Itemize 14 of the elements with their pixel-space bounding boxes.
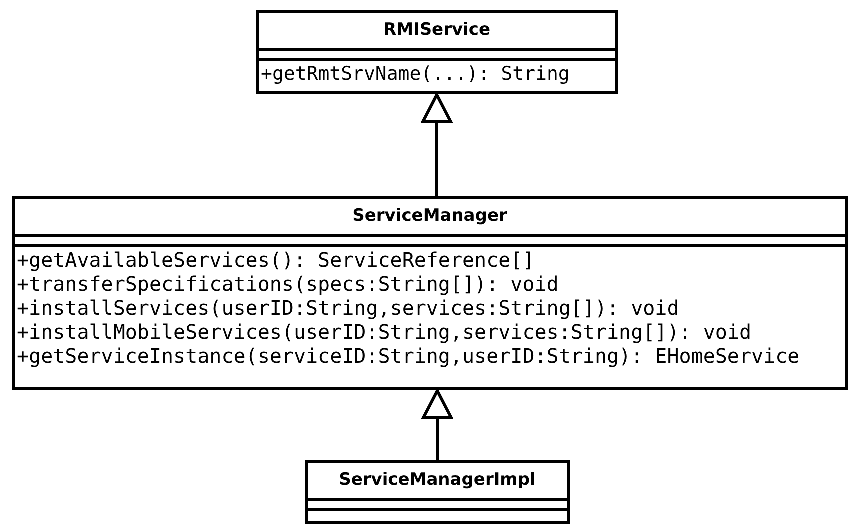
method-signature: +getAvailableServices(): ServiceReference[] <box>17 248 536 272</box>
method-signature: +getServiceInstance(serviceID:String,userID:String): EHomeService <box>17 344 801 368</box>
generalization-arrow <box>422 94 452 196</box>
method-signature: +installMobileServices(userID:String,services:String[]): void <box>17 320 753 344</box>
class-box <box>305 460 570 524</box>
class-box <box>256 10 618 94</box>
class-name: ServiceManager <box>352 208 508 225</box>
class-box <box>12 196 848 390</box>
method-signature: +getRmtSrvName(...): String <box>261 62 571 86</box>
generalization-arrow <box>422 390 453 460</box>
class-name: RMIService <box>383 22 490 39</box>
method-signature: +installServices(userID:String,services:String[]): void <box>17 296 680 320</box>
method-signature: +transferSpecifications(specs:String[]): void <box>17 272 560 296</box>
class-name: ServiceManagerImpl <box>339 472 536 489</box>
